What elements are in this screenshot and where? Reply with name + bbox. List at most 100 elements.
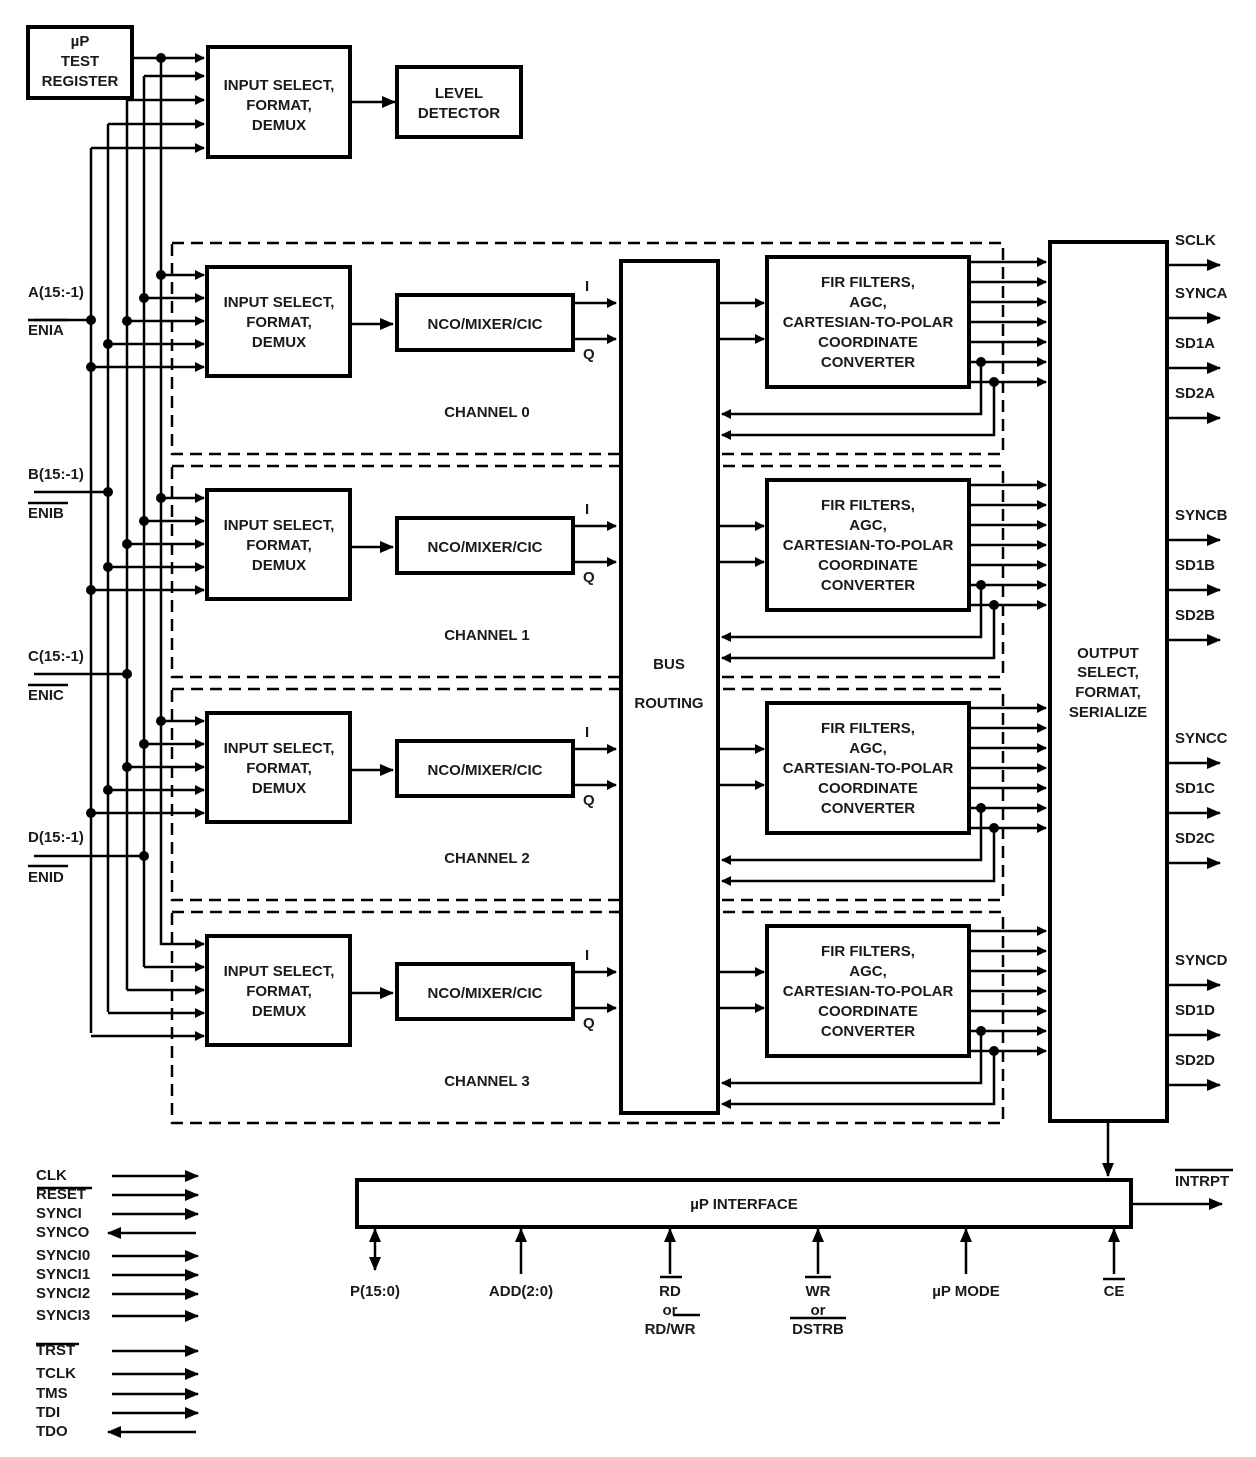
- junction-dot: [103, 487, 113, 497]
- fir-label: AGC,: [849, 963, 887, 980]
- fir-label: FIR FILTERS,: [821, 274, 915, 291]
- input-b-bus: B(15:-1): [28, 466, 84, 483]
- up-pin-4: µP MODE: [932, 1228, 1000, 1300]
- up-pin-5: CE: [1103, 1228, 1125, 1300]
- fir-label: CONVERTER: [821, 577, 915, 594]
- signal-clk: CLK: [36, 1167, 199, 1184]
- pin-label: ADD(2:0): [489, 1283, 553, 1300]
- signal-synci3: SYNCI3: [36, 1307, 199, 1324]
- feedback-arrow: [721, 1031, 983, 1088]
- signal-synci1: SYNCI1: [36, 1266, 199, 1283]
- fir-label: CARTESIAN-TO-POLAR: [783, 983, 954, 1000]
- junction-dot: [156, 53, 166, 63]
- input-c-bus: C(15:-1): [28, 648, 84, 665]
- junction-dot: [156, 493, 166, 503]
- output-label: SYNCD: [1175, 952, 1228, 969]
- output-syncb: SYNCB: [1167, 507, 1228, 546]
- channel-label: CHANNEL 3: [444, 1073, 530, 1090]
- input-select-label: DEMUX: [252, 1003, 306, 1020]
- junction-dot: [86, 362, 96, 372]
- top-input-select-block: INPUT SELECT, FORMAT, DEMUX: [206, 45, 352, 159]
- i-label: I: [585, 501, 589, 518]
- fir-label: CONVERTER: [821, 800, 915, 817]
- channel-3: INPUT SELECT,FORMAT,DEMUXNCO/MIXER/CICIQ…: [91, 910, 1047, 1125]
- feedback-arrow: [721, 605, 996, 663]
- up-interface-block: µP INTERFACE: [355, 1178, 1133, 1229]
- input-a-bus: A(15:-1): [28, 284, 84, 301]
- output-block-label-4: SERIALIZE: [1069, 704, 1147, 721]
- test-register-block: µP TEST REGISTER: [26, 25, 134, 100]
- channel-1: INPUT SELECT,FORMAT,DEMUXNCO/MIXER/CICIQ…: [86, 464, 1047, 679]
- input-select-label: INPUT SELECT,: [224, 740, 335, 757]
- feedback-arrow: [721, 382, 996, 440]
- i-label: I: [585, 947, 589, 964]
- junction-dot: [139, 293, 149, 303]
- input-d-label: D(15:-1) ENID: [28, 829, 84, 886]
- fir-block: [765, 924, 971, 1058]
- input-a-enable: ENIA: [28, 322, 64, 339]
- input-select-label: FORMAT,: [246, 537, 312, 554]
- input-select-block: [205, 265, 352, 378]
- fir-label: AGC,: [849, 740, 887, 757]
- channels: INPUT SELECT, FORMAT, DEMUX NCO/MIXER/CIC I Q…: [86, 241, 1047, 1125]
- signal-trst: TRST: [36, 1342, 199, 1359]
- nco-block: [395, 293, 575, 352]
- channel-boundary: [170, 687, 1005, 902]
- output-label: SYNCA: [1175, 285, 1228, 302]
- output-sclk: SCLK: [1167, 232, 1221, 271]
- input-select-block: [205, 711, 352, 824]
- signal-label: TDO: [36, 1423, 68, 1440]
- output-label: SYNCC: [1175, 730, 1228, 747]
- pin-label: WR: [806, 1283, 831, 1300]
- junction-dot: [122, 539, 132, 549]
- output-sd1d: SD1D: [1167, 1002, 1221, 1041]
- pin-label: RD/WR: [645, 1321, 696, 1338]
- interrupt-label: INTRPT: [1175, 1173, 1229, 1190]
- signal-tdi: TDI: [36, 1404, 199, 1421]
- signal-label: TCLK: [36, 1365, 76, 1382]
- output-syncd: SYNCD: [1167, 952, 1228, 991]
- output-sd1b: SD1B: [1167, 557, 1221, 596]
- feedback-arrow: [721, 585, 983, 642]
- nco-block: [395, 962, 575, 1021]
- fir-label: CONVERTER: [821, 1023, 915, 1040]
- signal-synci0: SYNCI0: [36, 1247, 199, 1264]
- junction-dot: [103, 339, 113, 349]
- q-label: Q: [583, 1015, 595, 1032]
- signal-label: SYNCI0: [36, 1247, 90, 1264]
- channel-label: CHANNEL 0: [444, 404, 530, 421]
- test-register-label-1: µP: [71, 33, 90, 50]
- signal-label: SYNCI3: [36, 1307, 90, 1324]
- junction-dot: [156, 716, 166, 726]
- output-sd2a: SD2A: [1167, 385, 1221, 424]
- signal-synci2: SYNCI2: [36, 1285, 199, 1302]
- nco-label: NCO/MIXER/CIC: [427, 316, 542, 333]
- fir-label: FIR FILTERS,: [821, 720, 915, 737]
- junction-dot: [139, 516, 149, 526]
- signal-synco: SYNCO: [36, 1224, 196, 1241]
- control-signals: CLKRESETSYNCISYNCOSYNCI0SYNCI1SYNCI2SYNC…: [36, 1167, 199, 1440]
- feedback-arrow: [721, 1051, 996, 1109]
- signal-label: SYNCI1: [36, 1266, 90, 1283]
- input-d-enable: ENID: [28, 869, 64, 886]
- channel-boundary: [170, 464, 1005, 679]
- fir-label: AGC,: [849, 294, 887, 311]
- input-select-block: [205, 934, 352, 1047]
- junction-dot: [103, 562, 113, 572]
- output-label: SD1B: [1175, 557, 1215, 574]
- fir-label: CONVERTER: [821, 354, 915, 371]
- signal-reset: RESET: [36, 1186, 199, 1203]
- bus-routing-block: BUS ROUTING: [619, 259, 720, 1115]
- pin-label: or: [663, 1302, 678, 1319]
- output-sd2d: SD2D: [1167, 1052, 1221, 1091]
- channel-boundary: [170, 910, 1005, 1125]
- channel-label: CHANNEL 1: [444, 627, 530, 644]
- fir-label: COORDINATE: [818, 557, 918, 574]
- top-input-select-label-1: INPUT SELECT,: [224, 77, 335, 94]
- output-label: SYNCB: [1175, 507, 1228, 524]
- level-detector-block: LEVEL DETECTOR: [395, 65, 523, 139]
- q-label: Q: [583, 792, 595, 809]
- output-label: SD2C: [1175, 830, 1215, 847]
